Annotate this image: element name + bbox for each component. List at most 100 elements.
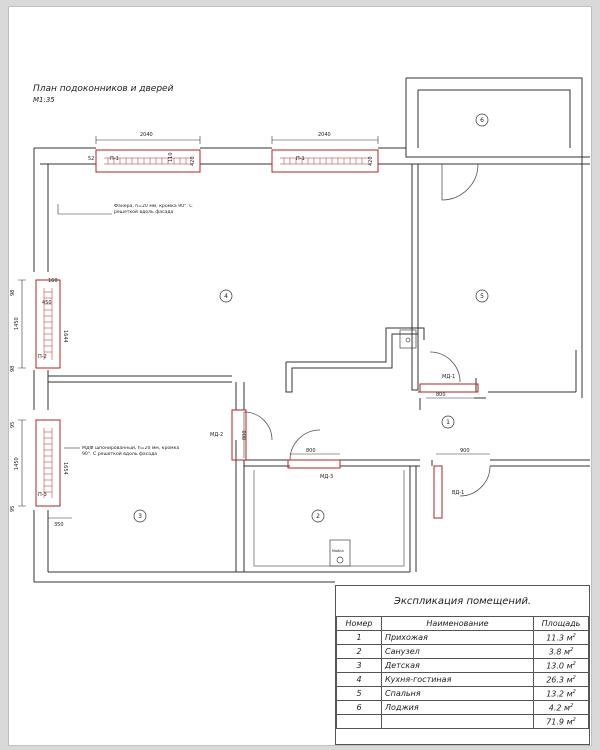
dim-sill-top-right: 2040 [318,132,331,138]
header-number: Номер [336,616,382,631]
door-md1-frame [419,383,479,393]
dim-door-md1: 800 [436,392,446,398]
md3-door-swing-icon [289,429,321,461]
header-area: Площадь [533,616,589,631]
sill-grille-ticks [44,158,363,493]
total-area-cell: 71.9 м2 [533,714,589,729]
area-unit-power: 2 [572,660,576,667]
dim-door-vd1: 900 [460,448,470,454]
door-swings [243,163,491,497]
dim-small-b: 98 [10,366,16,372]
note-sink: Мойка [332,549,344,553]
total-label-cell [381,714,534,729]
dim-sill-low-full: 1654 [62,462,68,475]
room-number-1: 1 [446,419,450,426]
vd1-door-swing-icon [459,465,491,497]
note-sill-lower: МДФ шпонированный, h=20 мм, кромка 90°. … [82,446,180,457]
sill-p1-left [95,149,201,173]
area-unit: м [566,633,573,643]
room-number-cell: 5 [336,686,382,701]
room-name-cell: Санузел [381,644,534,659]
explication-title: Экспликация помещений. [393,596,532,607]
dimension-labels: 2040 2040 1450 1450 450 1644 1654 350 80… [10,132,470,528]
sill-grilles [43,157,370,498]
dim-small-d: 95 [10,506,16,512]
dim-door-md3: 800 [306,448,316,454]
area-unit: м [566,717,573,727]
sill-p2 [35,279,61,369]
dim-sill-top-left: 2040 [140,132,153,138]
room-number-2: 2 [316,513,320,520]
area-value: 26.3 [546,675,565,685]
door-md2-frame [231,409,247,461]
room-markers [133,113,489,523]
room-number-5: 5 [480,293,484,300]
sill-p1-right [271,149,379,173]
room-area-cell: 4.2 м2 [533,700,589,715]
area-value: 11.3 [546,633,565,643]
dim-small-f: 110 [168,152,174,162]
tag-md2: МД-2 [210,432,223,438]
room-name-cell: Кухня-гостиная [381,672,534,687]
area-value: 4.2 [548,703,562,713]
room-number-6: 6 [480,117,484,124]
room-number-cell: 2 [336,644,382,659]
door-md3-frame [287,459,341,469]
md2-door-swing-icon [243,411,273,441]
area-unit-power: 2 [572,688,576,695]
room-number-cell: 6 [336,700,382,715]
area-unit-power: 2 [572,716,576,723]
room-area-cell: 13.2 м2 [533,686,589,701]
dim-sill-left-full: 1644 [62,330,68,343]
dim-door-md2: 800 [242,430,248,440]
room-area-cell: 13.0 м2 [533,658,589,673]
room-name-cell: Спальня [381,686,534,701]
area-unit: м [564,703,571,713]
tag-vd1: ВД-1 [452,490,464,496]
room-number-cell: 1 [336,630,382,645]
area-unit: м [566,675,573,685]
sill-p3 [35,419,61,507]
dim-small-c: 95 [10,422,16,428]
room-area-cell: 26.3 м2 [533,672,589,687]
dim-small-i: 160 [48,278,58,284]
md1-door-swing-icon [429,351,461,383]
dimension-lines [18,136,490,519]
table-header-row: Номер Наименование Площадь [336,616,589,631]
area-unit: м [566,689,573,699]
area-unit-power: 2 [572,632,576,639]
dim-sill-left-depth: 450 [42,300,52,306]
area-unit-power: 2 [572,674,576,681]
area-unit: м [566,661,573,671]
area-unit: м [564,647,571,657]
room-numbers: 6 4 5 1 3 2 [138,117,484,520]
dim-sill-low-height: 1450 [14,457,20,470]
tag-md3: МД-3 [320,474,333,480]
note-sill-top: Фанера, h=20 мм, кромка 90°. С решеткой … [114,204,193,215]
total-blank-cell [336,714,382,729]
dim-sill-left-height: 1450 [14,317,20,330]
tag-p1-right: П-1 [296,156,305,162]
dim-small-e: 52 [88,156,94,162]
door-vd1-frame [433,465,443,519]
dim-sill-low-depth: 350 [54,522,64,528]
dim-small-h: 420 [368,156,374,166]
dim-small-g: 420 [190,156,196,166]
loggia-door-swing-icon [441,163,479,201]
tag-p3: П-3 [38,492,47,498]
tag-p2: П-2 [38,354,47,360]
plan-scale: М1:35 [33,96,55,104]
walls [33,77,590,583]
area-value: 3.8 [548,647,562,657]
room-number-cell: 3 [336,658,382,673]
area-unit-power: 2 [570,702,574,709]
table-total-row: 71.9 м2 [336,714,589,729]
room-name-cell: Прихожая [381,630,534,645]
